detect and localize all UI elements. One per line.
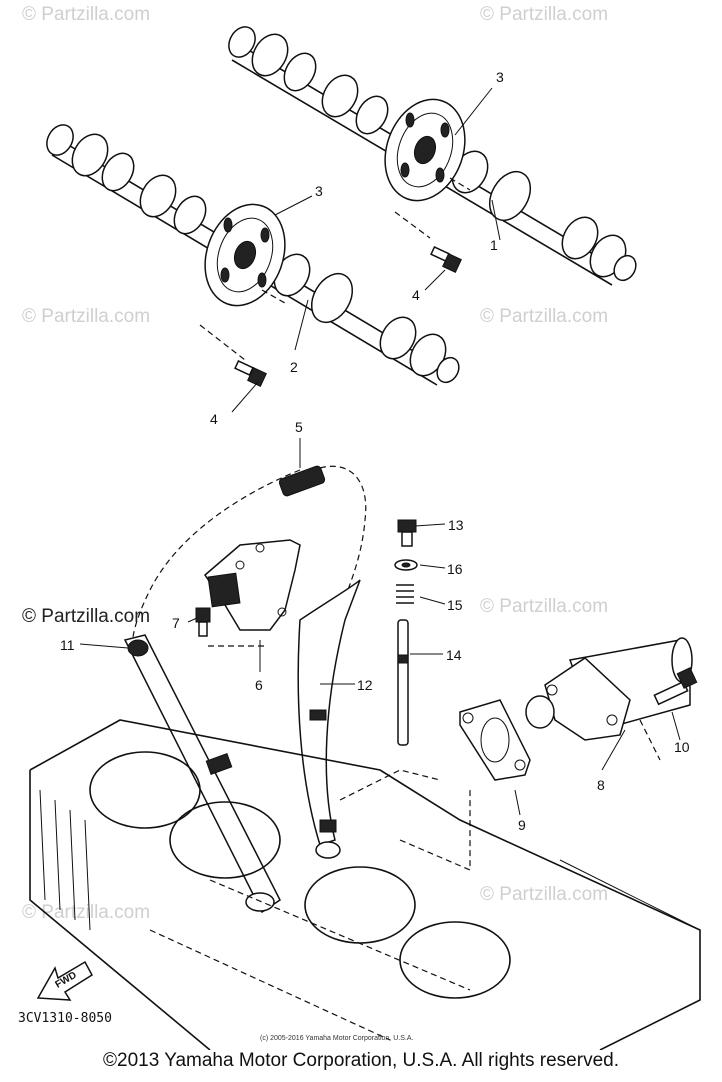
watermark: © Partzilla.com [480, 884, 608, 905]
callout-12: 12 [357, 677, 373, 693]
callout-4-upper: 4 [412, 287, 420, 303]
callout-10: 10 [674, 739, 690, 755]
bolt-upper [394, 177, 471, 273]
callout-11: 11 [60, 637, 75, 653]
callout-3-lower: 3 [315, 183, 323, 199]
callout-5: 5 [295, 419, 303, 435]
tensioner-spring [396, 584, 414, 604]
cap-bolt [397, 519, 417, 547]
callout-7: 7 [172, 615, 180, 631]
chain-guide-top [204, 539, 301, 631]
watermark: © Partzilla.com [22, 4, 150, 25]
copyright-footer: ©2013 Yamaha Motor Corporation, U.S.A. A… [103, 1050, 619, 1071]
chain-tensioner [525, 637, 693, 741]
watermark-layer: © Partzilla.com © Partzilla.com © Partzi… [22, 4, 608, 923]
callout-8: 8 [597, 777, 605, 793]
callout-9: 9 [518, 817, 526, 833]
cam-sprocket-lower [204, 203, 286, 307]
diagram-code: 3CV1310-8050 [18, 1011, 112, 1026]
callout-3-upper: 3 [496, 69, 504, 85]
callout-13: 13 [448, 517, 464, 533]
callout-16: 16 [447, 561, 463, 577]
watermark: © Partzilla.com [22, 306, 150, 327]
watermark: © Partzilla.com [480, 4, 608, 25]
watermark: © Partzilla.com [22, 606, 150, 627]
callout-15: 15 [447, 597, 463, 613]
cam-sprocket-upper [384, 98, 466, 202]
guide-bolt [195, 607, 265, 647]
leader-lines [79, 87, 681, 816]
callout-2: 2 [290, 359, 298, 375]
callout-labels: 1 2 3 3 4 4 5 6 7 8 9 10 11 12 13 14 15 … [60, 69, 690, 833]
callout-1: 1 [490, 237, 498, 253]
small-copyright: (c) 2005-2016 Yamaha Motor Corporation, … [260, 1035, 413, 1042]
tensioner-bolt [653, 667, 698, 706]
parts-diagram: © Partzilla.com © Partzilla.com © Partzi… [18, 4, 701, 1050]
callout-14: 14 [446, 647, 462, 663]
cylinder-head [29, 719, 701, 1050]
chain-guide-left [123, 634, 281, 914]
bolt-lower [199, 289, 286, 387]
tensioner-rod [397, 619, 409, 746]
washer [394, 559, 418, 571]
chain-guide-right [297, 579, 361, 859]
callout-6: 6 [255, 677, 263, 693]
watermark: © Partzilla.com [480, 306, 608, 327]
tensioner-gasket [459, 699, 531, 781]
forward-arrow: FWD [36, 960, 93, 1001]
watermark: © Partzilla.com [480, 596, 608, 617]
watermark: © Partzilla.com [22, 902, 150, 923]
callout-4-lower: 4 [210, 411, 218, 427]
